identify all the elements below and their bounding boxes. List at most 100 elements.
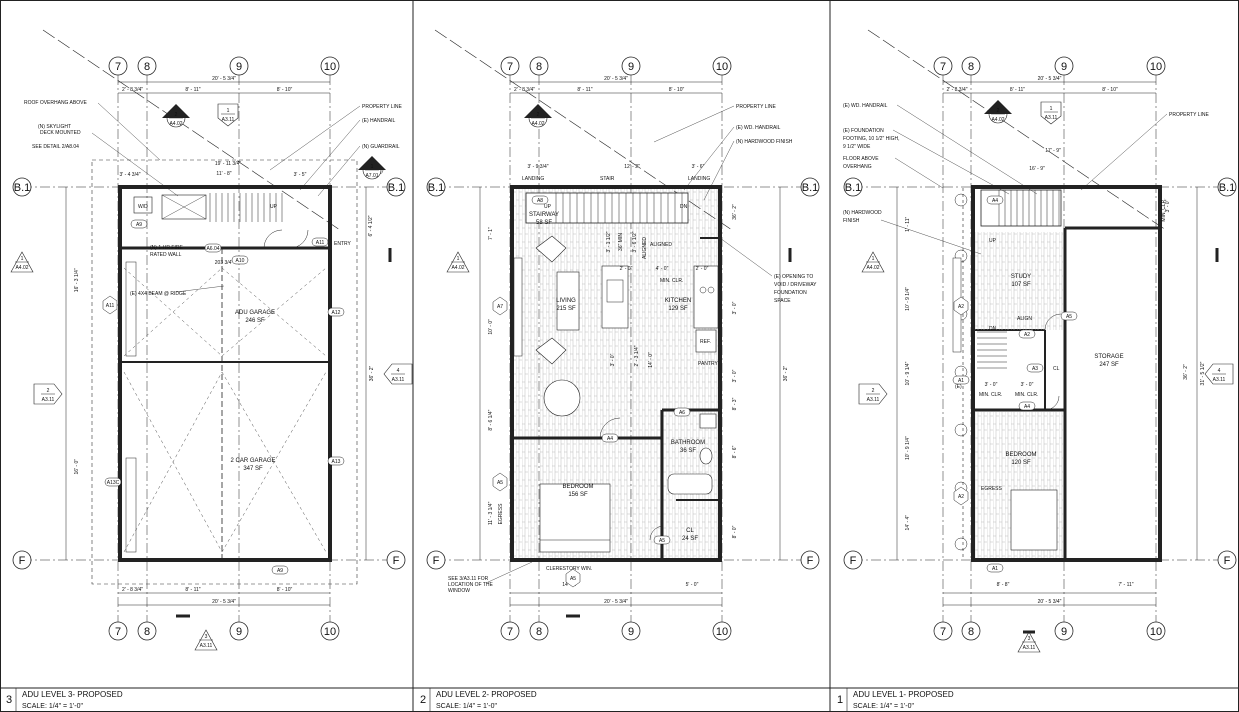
dimension-text: 8' - 8"	[997, 582, 1010, 588]
dimension-text: 8' - 10"	[277, 87, 293, 93]
annotation-note: UP	[270, 204, 278, 210]
element-tag: A11	[311, 237, 329, 247]
dimension-text: 8' - 3"	[732, 397, 738, 410]
section-sheet: A7.01	[365, 173, 378, 179]
grid-bubble: B.1	[386, 177, 406, 197]
annotation-note: MIN. CLR.	[1015, 392, 1038, 398]
dimension-text: 1' - 11"	[905, 217, 911, 232]
leader-line	[485, 561, 533, 584]
grid-label: 8	[144, 61, 150, 73]
tag-label: A2	[1024, 332, 1030, 338]
section-number: 1	[371, 164, 374, 170]
room-name: ADU GARAGE	[235, 310, 275, 316]
annotation-note: CL	[1053, 366, 1060, 372]
grid-bubble: 10	[712, 56, 732, 76]
dimension-text: 36" MIN	[618, 233, 624, 251]
grid-bubble: B.1	[800, 177, 820, 197]
grid-label: B.1	[1219, 182, 1236, 194]
room-name: KITCHEN	[665, 298, 691, 304]
grid-label: 9	[236, 626, 242, 638]
section-marker: 3A3.11	[1017, 631, 1041, 653]
dimension-text: 8' - 11"	[185, 587, 200, 593]
section-sheet: A3.11	[1045, 115, 1058, 121]
grid-label: 7	[940, 61, 946, 73]
grid-bubble: F	[386, 550, 406, 570]
leader-line	[91, 132, 179, 197]
grid-label: 10	[716, 626, 728, 638]
dimension-text: 10' - 9 1/4"	[905, 287, 911, 311]
dimension-text: 2' - 8 3/4"	[122, 587, 143, 593]
window-tag: A5	[565, 568, 581, 588]
toilet	[699, 447, 713, 465]
grid-bubble: B.1	[1217, 177, 1237, 197]
annotation-note: REF.	[700, 339, 711, 345]
grid-bubble: F	[1217, 550, 1237, 570]
leader-line	[894, 157, 944, 189]
annotation-note: WINDOW	[448, 588, 470, 594]
grid-label: 7	[115, 626, 121, 638]
dimension-text: 8' - 11"	[577, 87, 592, 93]
section-number: 2	[537, 112, 540, 118]
grid-bubble: F	[426, 550, 446, 570]
leader-line	[892, 129, 1010, 195]
grid-label: 9	[628, 626, 634, 638]
grid-bubble: 9	[621, 621, 641, 641]
leader-line	[269, 105, 361, 171]
tag-label: A12	[332, 310, 341, 316]
dimension-text: 20' - 5 3/4"	[604, 76, 628, 82]
grid-label: 8	[968, 626, 974, 638]
grid-label: 9	[1061, 626, 1067, 638]
dimension-text: 3' - 1 1/2"	[606, 231, 612, 252]
annotation-note: EGRESS	[981, 486, 1003, 492]
room-area: 156 SF	[568, 492, 588, 498]
grid-label: B.1	[845, 182, 862, 194]
element-tag: A6.04	[204, 243, 222, 253]
leader-line	[683, 126, 735, 191]
tag-label: A1	[992, 566, 998, 572]
tag-label: A2	[958, 494, 964, 500]
room-name: STUDY	[1011, 274, 1031, 280]
window-tag: A11	[102, 295, 118, 315]
grid-bubble: 7	[500, 621, 520, 641]
grid-bubble: 8	[961, 56, 981, 76]
section-sheet: A4.02	[15, 265, 28, 271]
sofa	[556, 271, 580, 331]
grid-bubble: 9	[229, 56, 249, 76]
grid-bubble: 10	[712, 621, 732, 641]
tag-label: A6	[679, 410, 685, 416]
annotation-note: UP	[544, 204, 552, 210]
section-sheet: A4.02	[866, 265, 879, 271]
section-sheet: A3.11	[200, 643, 213, 649]
tag-label: A11	[106, 303, 115, 309]
drawing-title: ADU LEVEL 1- PROPOSED	[853, 690, 954, 699]
door-swing	[649, 525, 663, 541]
dimension-text: 36' - 2"	[369, 366, 375, 382]
tag-label: A8	[537, 198, 543, 204]
annotation-note: (E) FOUNDATION	[843, 128, 884, 134]
element-tag: A3	[1026, 363, 1044, 373]
element-tag: A1	[986, 563, 1004, 573]
section-marker: 4A3.11	[1204, 363, 1234, 385]
window-tag: A2	[953, 296, 969, 316]
annotation-note: DN	[989, 326, 997, 332]
leader-line	[880, 219, 982, 255]
grid-bubble: 8	[961, 621, 981, 641]
vanity	[699, 413, 717, 429]
dimension-text: 16' - 9"	[1029, 166, 1045, 172]
dimension-text: 2' - 8 3/4"	[514, 87, 535, 93]
grid-bubble: F	[800, 550, 820, 570]
footing-pier	[954, 537, 968, 551]
room-area: 58 SF	[536, 220, 552, 226]
annotation-note: PROPERTY LINE	[736, 104, 776, 110]
leader-line	[896, 104, 1038, 195]
annotation-note: STAIR	[600, 176, 615, 182]
dimension-text: 36' - 2"	[732, 204, 738, 220]
annotation-note: SEE 3/A3.11 FOR	[448, 576, 489, 582]
section-sheet: A3.11	[1023, 645, 1036, 651]
property-line	[42, 29, 341, 231]
room-name: BATHROOM	[671, 440, 705, 446]
dimension-text: 3' - 0"	[1165, 199, 1171, 212]
annotation-note: UP	[989, 238, 997, 244]
tag-label: A4	[607, 436, 613, 442]
